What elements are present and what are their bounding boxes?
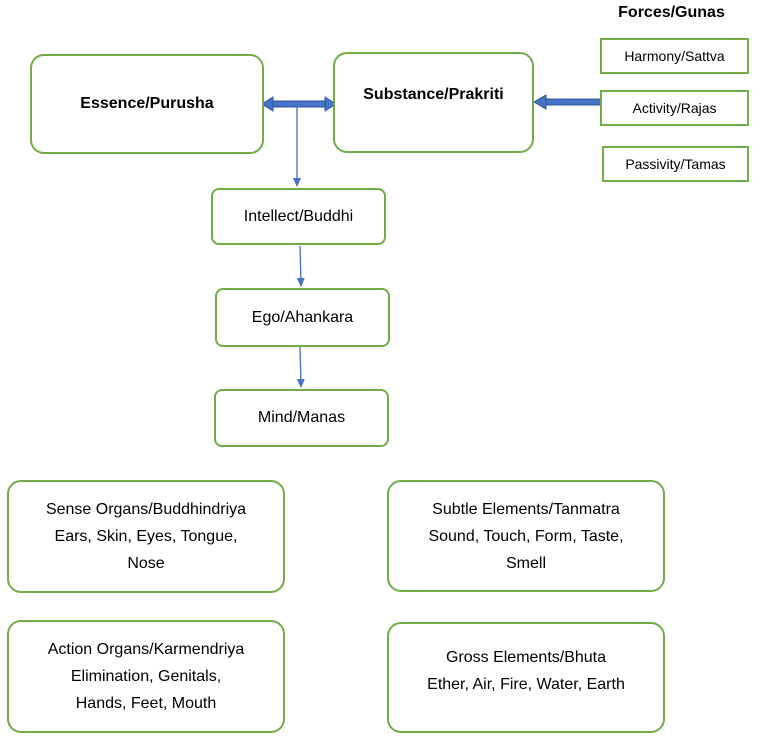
- mind-manas-box: Mind/Manas: [214, 389, 389, 447]
- forces-gunas-title: Forces/Gunas: [618, 4, 725, 21]
- guna-rajas-box: Activity/Rajas: [600, 90, 749, 126]
- guna-tamas-box: Passivity/Tamas: [602, 146, 749, 182]
- arrow-to-ego: [296, 245, 305, 287]
- subtle-elements-box: Subtle Elements/Tanmatra Sound, Touch, F…: [387, 480, 665, 592]
- ego-ahankara-label: Ego/Ahankara: [251, 308, 354, 326]
- guna-sattva-label: Harmony/Sattva: [624, 48, 725, 64]
- action-organs-line3: Hands, Feet, Mouth: [75, 695, 217, 712]
- essence-purusha-label: Essence/Purusha: [80, 95, 214, 112]
- sense-organs-line3: Nose: [127, 555, 165, 572]
- sense-organs-title: Sense Organs/Buddhindriya: [45, 501, 247, 518]
- intellect-buddhi-box: Intellect/Buddhi: [211, 188, 386, 245]
- subtle-elements-title: Subtle Elements/Tanmatra: [432, 500, 620, 518]
- essence-substance-double-arrow: [261, 96, 337, 112]
- intellect-buddhi-label: Intellect/Buddhi: [243, 207, 354, 225]
- action-organs-line2: Elimination, Genitals,: [70, 668, 222, 685]
- subtle-elements-line3: Smell: [505, 554, 546, 572]
- gross-elements-box: Gross Elements/Bhuta Ether, Air, Fire, W…: [387, 622, 665, 733]
- arrow-to-mind: [296, 346, 305, 388]
- substance-prakriti-label: Substance/Prakriti: [363, 86, 504, 103]
- gunas-to-substance-arrow: [533, 94, 602, 110]
- essence-purusha-box: Essence/Purusha: [30, 54, 264, 154]
- subtle-elements-line2: Sound, Touch, Form, Taste,: [428, 527, 624, 545]
- guna-rajas-label: Activity/Rajas: [632, 100, 717, 116]
- sense-organs-line2: Ears, Skin, Eyes, Tongue,: [54, 528, 238, 545]
- substance-prakriti-box: Substance/Prakriti: [333, 52, 534, 153]
- gross-elements-title: Gross Elements/Bhuta: [445, 649, 607, 666]
- mind-manas-label: Mind/Manas: [257, 409, 346, 426]
- action-organs-title: Action Organs/Karmendriya: [47, 641, 245, 658]
- guna-sattva-box: Harmony/Sattva: [600, 38, 749, 74]
- action-organs-box: Action Organs/Karmendriya Elimination, G…: [7, 620, 285, 733]
- ego-ahankara-box: Ego/Ahankara: [215, 288, 390, 347]
- guna-tamas-label: Passivity/Tamas: [625, 156, 726, 172]
- sense-organs-box: Sense Organs/Buddhindriya Ears, Skin, Ey…: [7, 480, 285, 593]
- gross-elements-line2: Ether, Air, Fire, Water, Earth: [427, 676, 625, 693]
